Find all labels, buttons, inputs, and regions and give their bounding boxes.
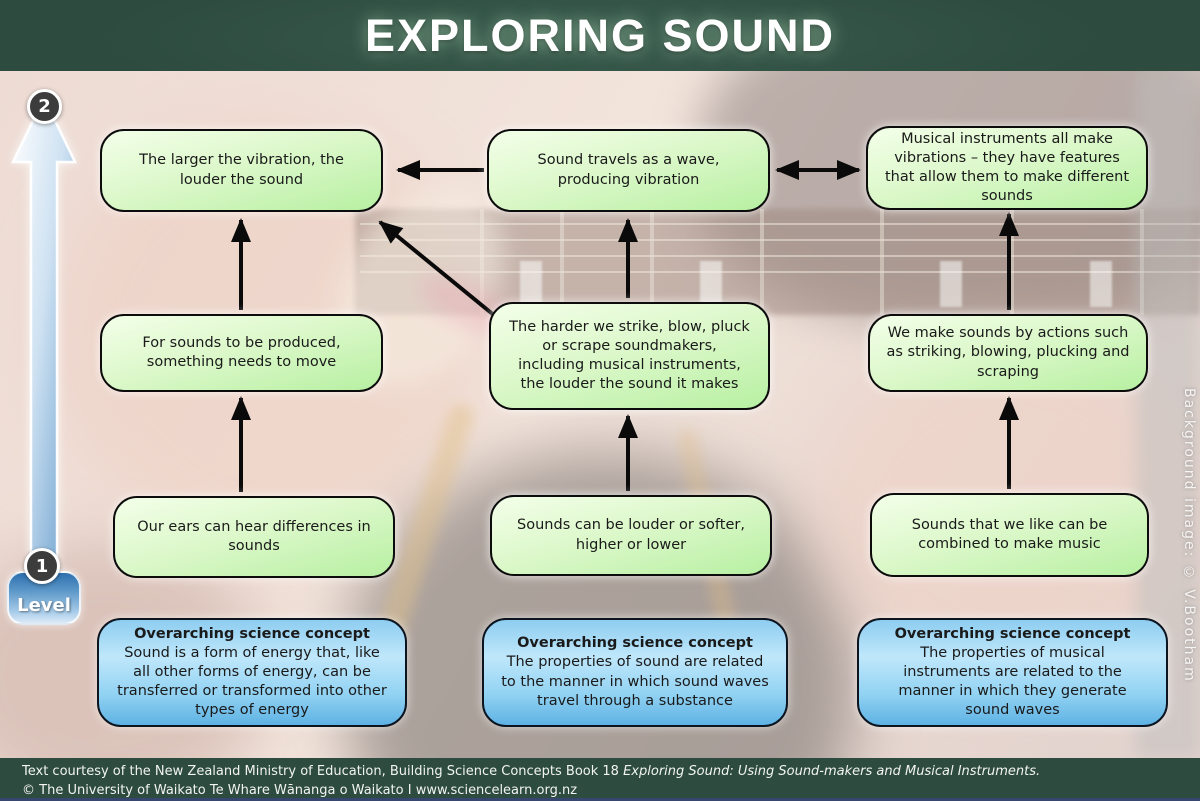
attribution-line-1: Text courtesy of the New Zealand Ministr… <box>22 763 1200 782</box>
guitar-string-shape <box>360 255 1200 257</box>
concept-box-col2-level1: Sounds can be louder or softer, higher o… <box>490 495 772 576</box>
guitar-fret-shape <box>880 209 884 315</box>
overarching-concept-box-col1: Overarching science concept Sound is a f… <box>97 618 407 727</box>
attribution-line-1-italic: Exploring Sound: Using Sound-makers and … <box>623 764 1041 779</box>
concept-box-col3-middle: We make sounds by actions such as striki… <box>868 314 1148 392</box>
guitar-fret-shape <box>650 209 654 315</box>
overarching-title: Overarching science concept <box>134 625 370 642</box>
concept-text: The larger the vibration, the louder the… <box>139 152 344 188</box>
concept-box-col3-level1: Sounds that we like can be combined to m… <box>870 493 1149 577</box>
fret-inlay-shape <box>520 261 542 307</box>
page-title: EXPLORING SOUND <box>364 9 836 61</box>
concept-box-col2-middle: The harder we strike, blow, pluck or scr… <box>489 302 770 410</box>
overarching-body: The properties of sound are related to t… <box>501 654 769 709</box>
overarching-body: Sound is a form of energy that, like all… <box>117 644 387 719</box>
fret-inlay-shape <box>940 261 962 307</box>
attribution-line-2: © The University of Waikato Te Whare Wān… <box>22 782 578 798</box>
level-arrow-shape <box>11 95 77 592</box>
concept-text: Musical instruments all make vibrations … <box>884 130 1130 205</box>
concept-text: Sounds can be louder or softer, higher o… <box>517 517 745 553</box>
concept-text: We make sounds by actions such as striki… <box>886 325 1130 380</box>
concept-box-col1-middle: For sounds to be produced, something nee… <box>100 314 383 392</box>
attribution-bar: Text courtesy of the New Zealand Ministr… <box>0 758 1200 801</box>
concept-box-col2-level2: Sound travels as a wave, producing vibra… <box>487 129 770 212</box>
guitar-string-shape <box>360 271 1200 273</box>
concept-box-col1-level2: The larger the vibration, the louder the… <box>100 129 383 212</box>
attribution-line-1-regular: Text courtesy of the New Zealand Ministr… <box>22 764 624 779</box>
overarching-title: Overarching science concept <box>894 625 1131 642</box>
level-1-badge: 1 <box>24 548 60 584</box>
concept-box-col1-level1: Our ears can hear differences in sounds <box>113 496 395 578</box>
concept-text: The harder we strike, blow, pluck or scr… <box>509 318 750 393</box>
guitar-fret-shape <box>560 209 564 315</box>
fret-inlay-shape <box>700 261 722 307</box>
concept-text: For sounds to be produced, something nee… <box>142 334 341 370</box>
guitar-fret-shape <box>1010 209 1014 315</box>
guitar-fret-shape <box>760 209 764 315</box>
overarching-title: Overarching science concept <box>517 635 753 652</box>
overarching-body: The properties of musical instruments ar… <box>898 644 1127 719</box>
level-axis-arrow <box>11 95 77 592</box>
overarching-concept-box-col2: Overarching science concept The properti… <box>482 618 788 727</box>
guitar-string-shape <box>360 223 1200 225</box>
level-1-number: 1 <box>35 555 49 577</box>
level-label-text: Level <box>17 595 71 616</box>
level-2-number: 2 <box>38 96 51 117</box>
arrow-b2-to-a1-diagonal <box>378 220 497 318</box>
background-image-credit: Background image: © V.Bootham <box>1181 388 1197 683</box>
concept-text: Sound travels as a wave, producing vibra… <box>537 152 720 188</box>
concept-text: Sounds that we like can be combined to m… <box>911 516 1108 552</box>
title-bar: EXPLORING SOUND <box>0 0 1200 71</box>
overarching-concept-box-col3: Overarching science concept The properti… <box>857 618 1168 727</box>
concept-text: Our ears can hear differences in sounds <box>137 518 371 554</box>
level-2-badge: 2 <box>27 89 62 124</box>
fret-inlay-shape <box>1090 261 1112 307</box>
concept-box-col3-level2: Musical instruments all make vibrations … <box>866 126 1148 210</box>
guitar-string-shape <box>360 239 1200 241</box>
